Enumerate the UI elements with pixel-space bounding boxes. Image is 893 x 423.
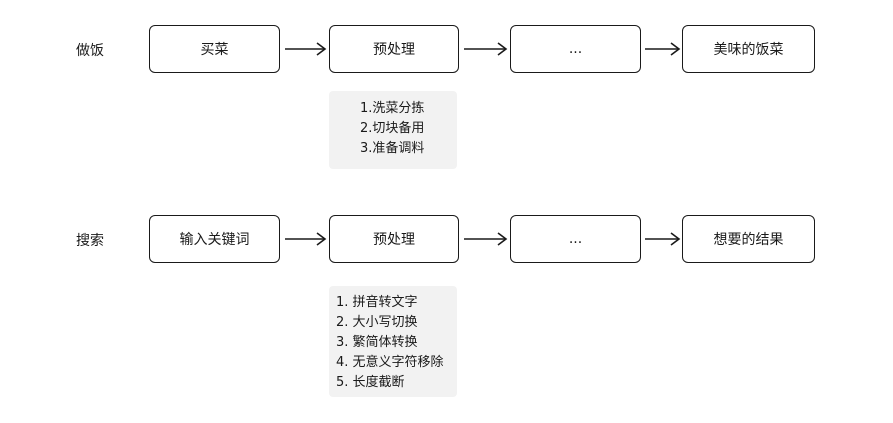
- step-label: ...: [568, 41, 583, 57]
- row-label-cooking: 做饭: [76, 43, 104, 59]
- step-box-input-keywords: 输入关键词: [149, 215, 280, 263]
- note-item: 1.洗菜分拣: [360, 101, 425, 116]
- arrow-icon: [645, 232, 681, 246]
- note-item: 3. 繁简体转换: [336, 335, 418, 350]
- step-label: ...: [568, 231, 583, 247]
- note-item: 3.准备调料: [360, 141, 425, 156]
- note-item: 4. 无意义字符移除: [336, 355, 444, 370]
- arrow-icon: [464, 232, 508, 246]
- step-box-desired-result: 想要的结果: [682, 215, 815, 263]
- arrow-icon: [285, 42, 327, 56]
- step-label: 美味的饭菜: [713, 42, 784, 58]
- arrow-icon: [464, 42, 508, 56]
- step-box-preprocess: 预处理: [329, 25, 459, 73]
- note-item: 2.切块备用: [360, 121, 425, 136]
- step-label: 预处理: [373, 42, 415, 58]
- step-box-ellipsis: ...: [510, 215, 641, 263]
- step-box-preprocess: 预处理: [329, 215, 459, 263]
- note-item: 2. 大小写切换: [336, 315, 418, 330]
- step-box-result-dish: 美味的饭菜: [682, 25, 815, 73]
- note-item: 5. 长度截断: [336, 375, 405, 390]
- step-label: 想要的结果: [713, 232, 784, 248]
- step-label: 买菜: [200, 42, 229, 58]
- row-label-search: 搜索: [76, 233, 104, 249]
- step-label: 输入关键词: [179, 232, 250, 248]
- step-label: 预处理: [373, 232, 415, 248]
- arrow-icon: [285, 232, 327, 246]
- arrow-icon: [645, 42, 681, 56]
- preprocess-notes-search: 1. 拼音转文字 2. 大小写切换 3. 繁简体转换 4. 无意义字符移除 5.…: [329, 286, 457, 397]
- note-item: 1. 拼音转文字: [336, 295, 418, 310]
- step-box-ellipsis: ...: [510, 25, 641, 73]
- preprocess-notes-cooking: 1.洗菜分拣 2.切块备用 3.准备调料: [329, 91, 457, 169]
- step-box-buy-vegetables: 买菜: [149, 25, 280, 73]
